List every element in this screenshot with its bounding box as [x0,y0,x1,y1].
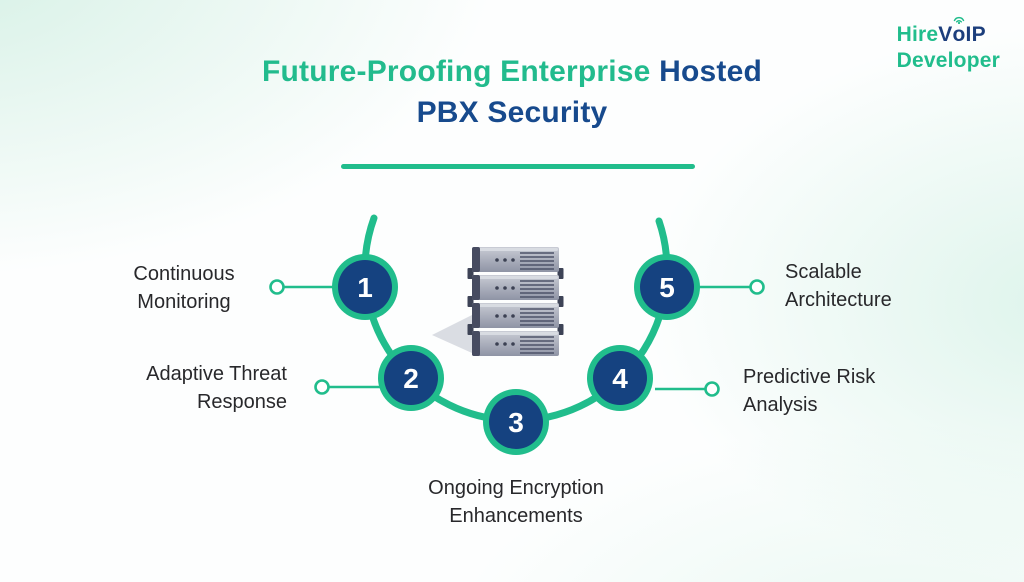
connector-step-5 [697,279,765,295]
open-circle-dot-icon [269,279,285,295]
wifi-icon [953,16,965,24]
step-node-3: 3 [483,389,549,455]
step-node-2: 2 [378,345,444,411]
step-label-scalable-architecture: Scalable Architecture [785,261,892,312]
connector-step-1 [269,279,336,295]
open-circle-dot-icon [314,379,330,395]
step-label-predictive-risk-analysis: Predictive Risk Analysis [743,366,876,417]
connector-step-2 [314,379,383,395]
step-label-continuous-monitoring: Continuous Monitoring [133,263,235,314]
connector-step-4 [655,381,720,397]
open-circle-dot-icon [704,381,720,397]
step-number: 1 [357,272,373,303]
step-node-1: 1 [332,254,398,320]
brand-hire-text: Hire [896,23,939,46]
title-green-part: Future-Proofing Enterprise [262,55,651,88]
step-number: 5 [659,272,675,303]
brand-voip-v: V [938,23,953,46]
brand-voip-o: o [953,16,966,48]
title-navy-part-line1: Hosted [659,55,762,88]
step-node-5: 5 [634,254,700,320]
page-title: Future-Proofing Enterprise Hosted PBX Se… [0,52,1024,133]
step-number: 2 [403,363,419,394]
step-label-adaptive-threat-response: Adaptive Threat Response [146,363,287,414]
step-node-4: 4 [587,345,653,411]
step-number: 3 [508,407,524,438]
title-underline [341,164,695,169]
brand-voip-ip: IP [965,23,986,46]
step-label-ongoing-encryption-enhancements: Ongoing Encryption Enhancements [428,477,604,528]
step-number: 4 [612,363,628,394]
brand-developer-text: Developer [896,48,1000,72]
server-stack-icon [432,247,564,356]
open-circle-dot-icon [749,279,765,295]
title-navy-part-line2: PBX Security [416,95,608,129]
